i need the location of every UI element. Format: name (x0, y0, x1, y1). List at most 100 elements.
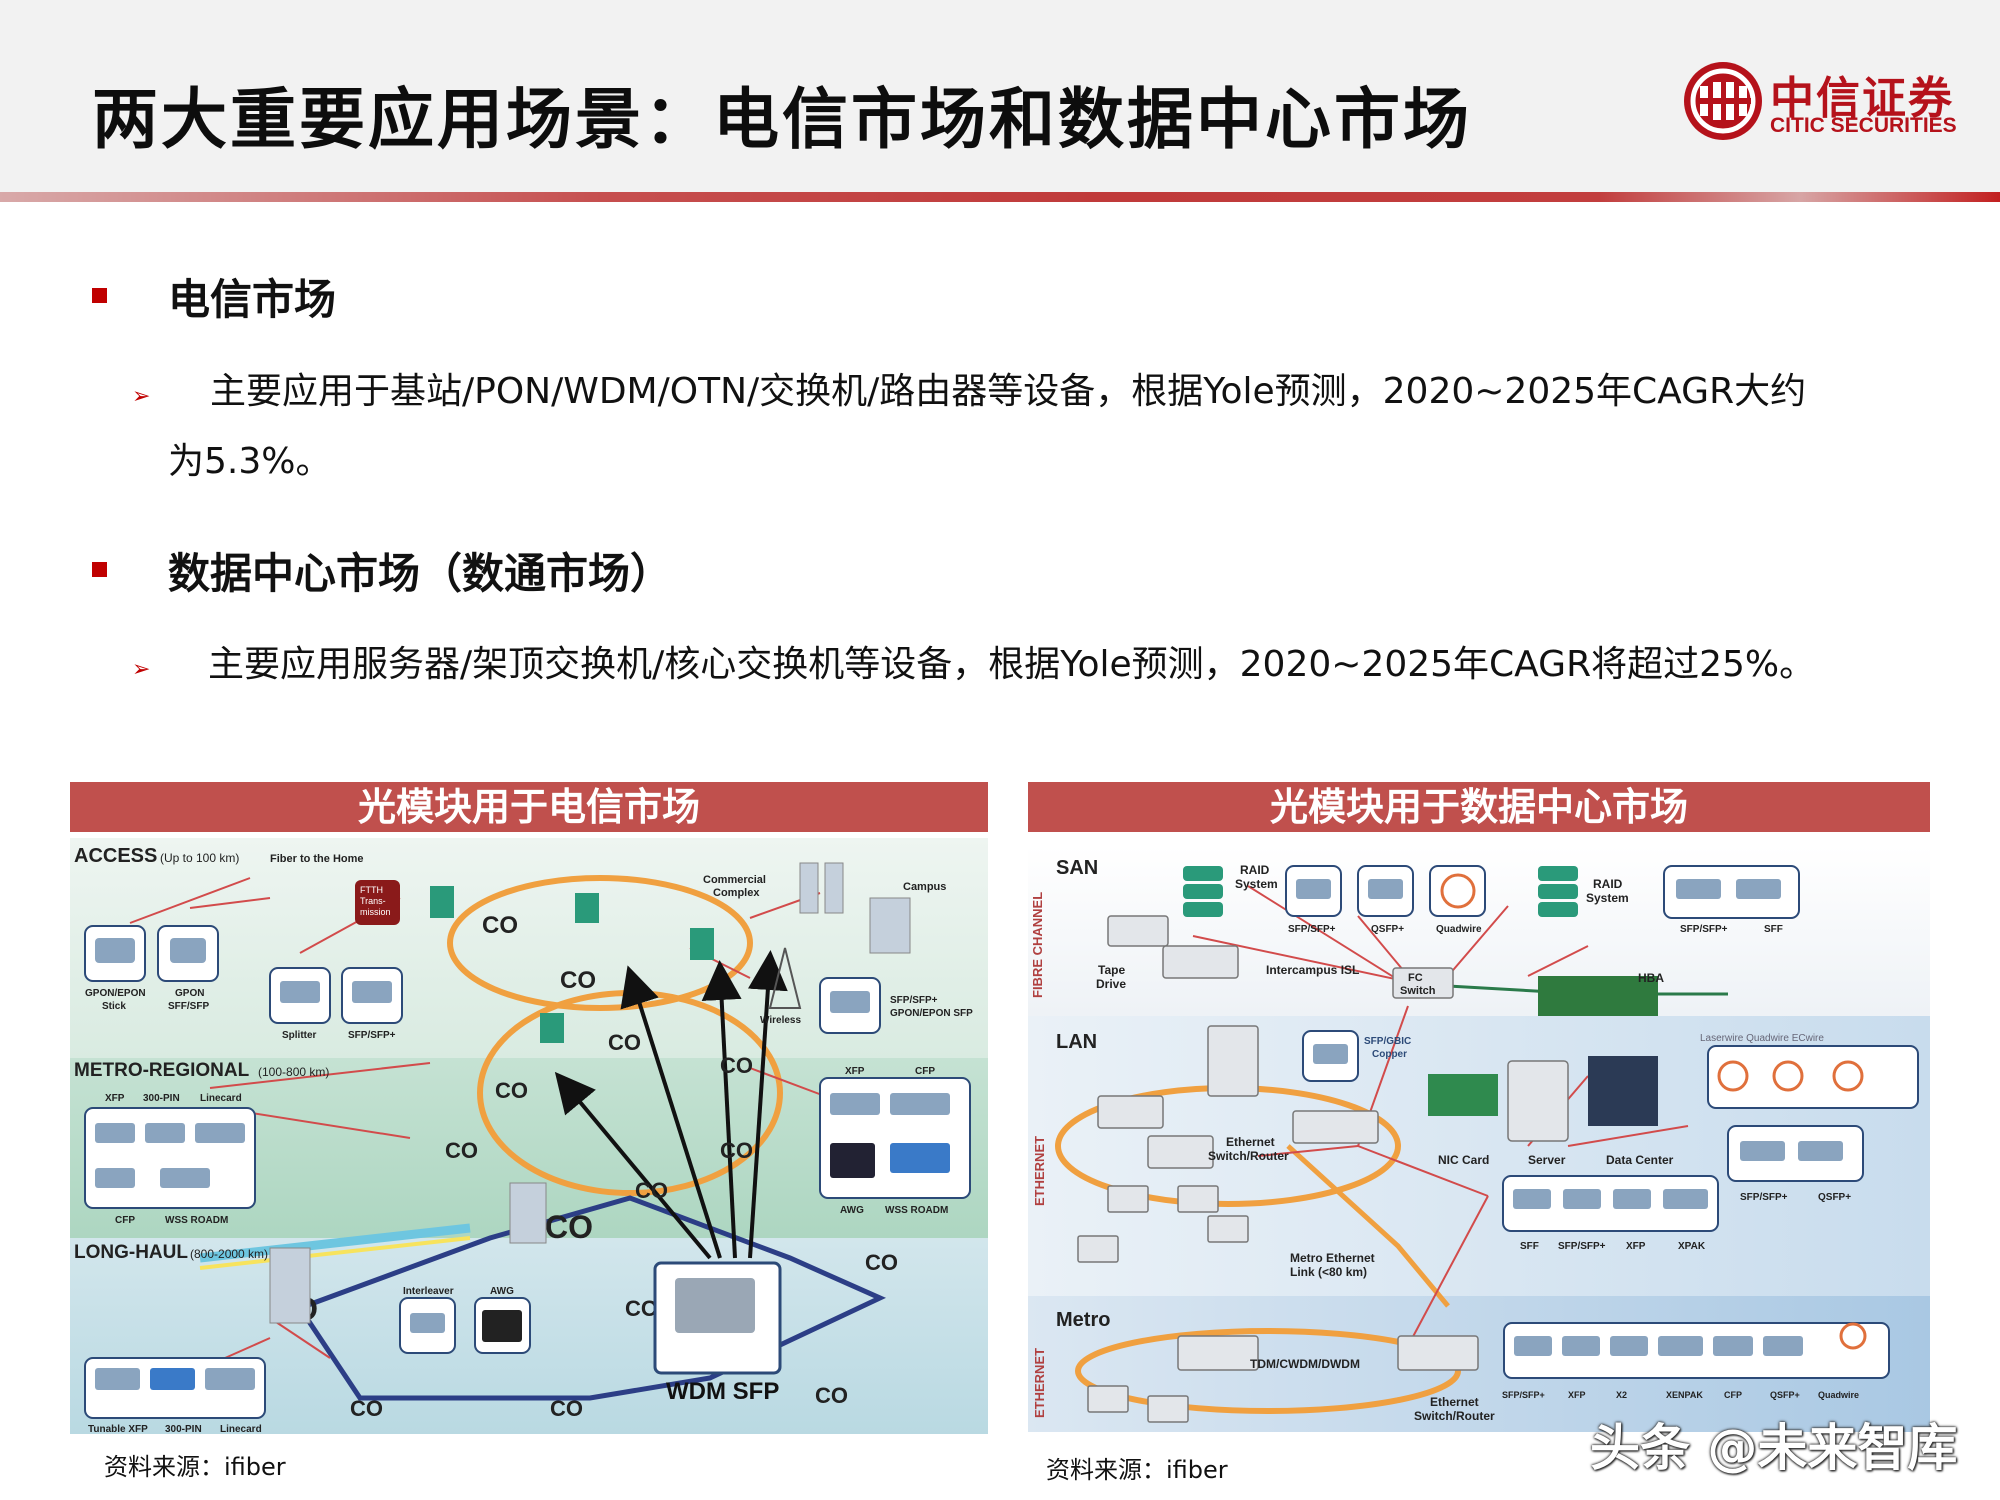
svg-text:FIBRE CHANNEL: FIBRE CHANNEL (1030, 892, 1045, 998)
svg-text:GPON: GPON (175, 988, 204, 999)
datacenter-diagram: SAN FIBRE CHANNEL RAID System Tape Drive… (1028, 846, 1930, 1432)
svg-text:GPON/EPON SFP: GPON/EPON SFP (890, 1008, 973, 1019)
svg-text:ACCESS: ACCESS (74, 845, 157, 867)
wireless-tower-icon (768, 947, 802, 1009)
svg-text:CO: CO (482, 912, 518, 939)
svg-text:CO: CO (815, 1383, 848, 1408)
svg-text:300-PIN: 300-PIN (143, 1093, 180, 1104)
data-center-photo-icon (1588, 1056, 1658, 1126)
svg-text:CO: CO (560, 967, 596, 994)
svg-text:CO: CO (625, 1296, 658, 1321)
telecom-description-line1: 主要应用于基站/PON/WDM/OTN/交换机/路由器等设备，根据Yole预测，… (210, 371, 1807, 412)
datacenter-description: 主要应用服务器/架顶交换机/核心交换机等设备，根据Yole预测，2020~202… (208, 644, 1816, 685)
svg-text:Splitter: Splitter (282, 1030, 317, 1041)
svg-text:RAID: RAID (1593, 877, 1623, 891)
svg-text:Tape: Tape (1098, 963, 1125, 977)
svg-text:XFP: XFP (1568, 1390, 1586, 1400)
svg-text:System: System (1586, 891, 1629, 905)
svg-text:Trans-: Trans- (360, 896, 386, 906)
svg-text:CO: CO (550, 1396, 583, 1421)
datacenter-source: 资料来源：ifiber (1046, 1456, 1228, 1484)
svg-text:SFP/SFP+: SFP/SFP+ (1740, 1192, 1788, 1203)
citic-emblem-icon (1684, 62, 1762, 140)
svg-text:TDM/CWDM/DWDM: TDM/CWDM/DWDM (1250, 1357, 1360, 1371)
raid-system-icon (1183, 866, 1578, 917)
svg-text:SAN: SAN (1056, 857, 1098, 879)
svg-text:AWG: AWG (490, 1286, 514, 1297)
svg-text:QSFP+: QSFP+ (1770, 1390, 1800, 1400)
svg-text:SFP/GBIC: SFP/GBIC (1364, 1036, 1411, 1047)
svg-text:XPAK: XPAK (1678, 1241, 1706, 1252)
access-ring (447, 875, 753, 1011)
svg-text:Linecard: Linecard (200, 1093, 242, 1104)
svg-text:CO: CO (720, 1138, 753, 1163)
datacenter-panel-header: 光模块用于数据中心市场 (1028, 782, 1930, 832)
logo-english-text: CITIC SECURITIES (1770, 114, 1957, 137)
svg-text:FTTH: FTTH (360, 885, 383, 895)
svg-text:Copper: Copper (1372, 1049, 1407, 1060)
svg-text:CO: CO (495, 1078, 528, 1103)
co-labels: CO CO CO CO CO CO CO CO CO CO CO CO CO C… (270, 912, 898, 1421)
arrow-bullet-icon: ➢ (132, 384, 151, 409)
svg-text:CO: CO (720, 1053, 753, 1078)
telecom-network-diagram: CO CO CO CO CO CO CO CO CO CO CO CO CO C… (70, 838, 988, 1434)
telecom-diagram: CO CO CO CO CO CO CO CO CO CO CO CO CO C… (70, 838, 988, 1434)
svg-text:ETHERNET: ETHERNET (1032, 1136, 1047, 1206)
svg-text:ETHERNET: ETHERNET (1032, 1348, 1047, 1418)
svg-text:Metro: Metro (1056, 1309, 1110, 1331)
svg-text:AWG: AWG (840, 1205, 864, 1216)
svg-text:Fiber to the Home: Fiber to the Home (270, 853, 364, 865)
telecom-panel-header: 光模块用于电信市场 (70, 782, 988, 832)
svg-text:Tunable XFP: Tunable XFP (88, 1424, 148, 1434)
toutiao-watermark: 头条 @未来智库 (1590, 1419, 1958, 1477)
svg-text:LAN: LAN (1056, 1031, 1097, 1053)
svg-text:Interleaver: Interleaver (403, 1286, 454, 1297)
svg-text:mission: mission (360, 907, 391, 917)
svg-text:Ethernet: Ethernet (1226, 1135, 1275, 1149)
svg-text:Quadwire: Quadwire (1818, 1390, 1859, 1400)
logo-chinese-text: 中信证券 (1770, 73, 1954, 124)
svg-text:Ethernet: Ethernet (1430, 1395, 1479, 1409)
header-divider (0, 192, 2000, 202)
citic-logo: 中信证券 CITIC SECURITIES (1682, 60, 1972, 150)
svg-text:SFF: SFF (1520, 1241, 1539, 1252)
svg-text:RAID: RAID (1240, 863, 1270, 877)
svg-text:SFP/SFP+: SFP/SFP+ (1680, 924, 1728, 935)
telecom-description-line2: 为5.3%。 (168, 441, 332, 482)
svg-text:Switch/Router: Switch/Router (1414, 1409, 1495, 1423)
svg-text:(800-2000 km): (800-2000 km) (190, 1247, 268, 1261)
svg-text:Switch: Switch (1400, 985, 1436, 997)
svg-text:CO: CO (350, 1396, 383, 1421)
svg-text:CO: CO (445, 1138, 478, 1163)
svg-text:Wireless: Wireless (760, 1015, 801, 1026)
svg-text:Linecard: Linecard (220, 1424, 262, 1434)
bullet-square-icon (92, 288, 107, 303)
svg-text:System: System (1235, 877, 1278, 891)
section-heading-telecom: 电信市场 (168, 275, 337, 324)
datacenter-network-diagram: SAN FIBRE CHANNEL RAID System Tape Drive… (1028, 846, 1930, 1432)
svg-text:Commercial: Commercial (703, 874, 766, 886)
svg-text:CO: CO (635, 1178, 668, 1203)
svg-text:(Up to 100 km): (Up to 100 km) (160, 851, 239, 865)
svg-text:Quadwire: Quadwire (1436, 924, 1482, 935)
section-heading-datacenter: 数据中心市场（数通市场） (168, 549, 673, 598)
svg-text:XFP: XFP (1626, 1241, 1646, 1252)
svg-text:CFP: CFP (115, 1215, 135, 1226)
telecom-source: 资料来源：ifiber (104, 1453, 286, 1481)
svg-text:Server: Server (1528, 1153, 1566, 1167)
svg-text:HBA: HBA (1638, 971, 1664, 985)
svg-text:WSS ROADM: WSS ROADM (885, 1205, 948, 1216)
svg-text:SFP/SFP+: SFP/SFP+ (1288, 924, 1336, 935)
svg-text:Link (<80 km): Link (<80 km) (1290, 1265, 1367, 1279)
svg-text:NIC Card: NIC Card (1438, 1153, 1489, 1167)
svg-text:SFP/SFP+: SFP/SFP+ (1502, 1390, 1545, 1400)
nic-card-icon (1428, 1074, 1498, 1116)
svg-text:Switch/Router: Switch/Router (1208, 1149, 1289, 1163)
bullet-square-icon (92, 562, 107, 577)
svg-text:Drive: Drive (1096, 977, 1126, 991)
svg-text:GPON/EPON: GPON/EPON (85, 988, 146, 999)
svg-text:SFF/SFP: SFF/SFP (168, 1001, 209, 1012)
arrow-bullet-icon: ➢ (132, 657, 151, 682)
svg-text:FC: FC (1408, 972, 1423, 984)
svg-text:X2: X2 (1616, 1390, 1627, 1400)
